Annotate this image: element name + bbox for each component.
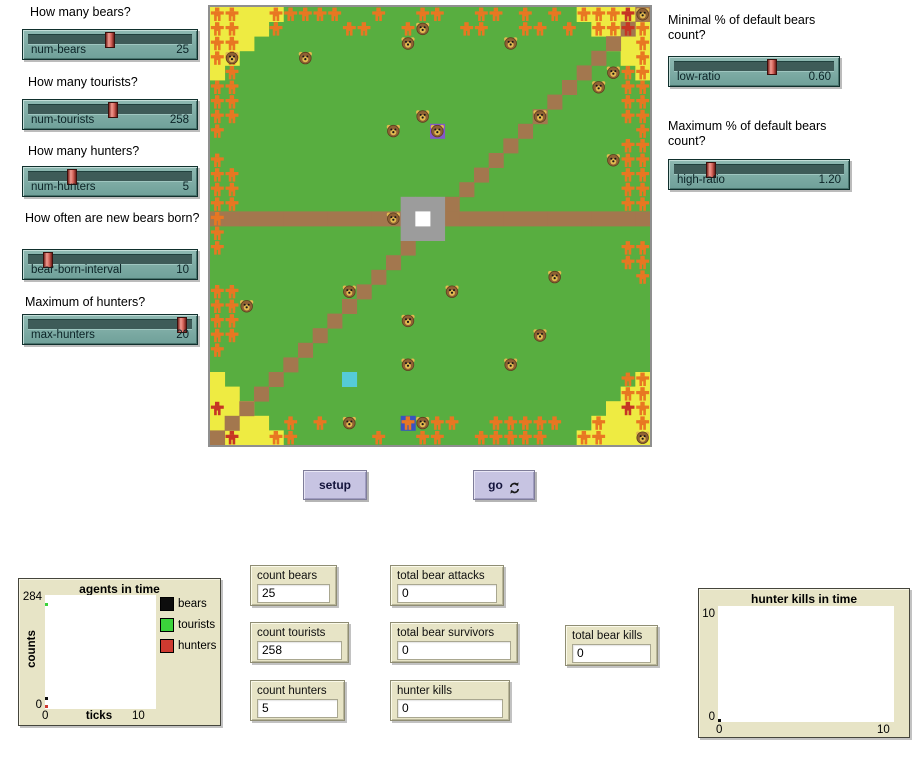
legend-swatch-bears (160, 597, 174, 611)
monitor-count-tourists: count tourists 258 (250, 622, 349, 663)
monitor-label: hunter kills (397, 685, 452, 697)
forever-icon (509, 482, 520, 494)
question-low-ratio: Minimal % of default bears count? (668, 13, 816, 42)
slider-handle[interactable] (105, 32, 115, 48)
monitor-label: count bears (257, 570, 318, 582)
x-max-tick: 10 (132, 710, 145, 722)
setup-button[interactable]: setup (303, 470, 367, 500)
plot-hunter-kills-in-time: hunter kills in time 10 0 0 10 (698, 588, 910, 738)
y-min-tick: 0 (708, 711, 715, 723)
x-min-tick: 0 (716, 724, 723, 736)
legend-label-bears: bears (178, 598, 207, 610)
legend-label-hunters: hunters (178, 640, 217, 652)
world-view[interactable] (208, 5, 652, 447)
plot-start-point (718, 719, 721, 722)
plot-area (45, 595, 156, 709)
slider-value: 10 (176, 264, 189, 276)
legend-item-tourists: tourists (160, 617, 215, 633)
world-canvas (210, 7, 651, 446)
slider-value: 258 (169, 114, 189, 126)
monitor-total-bear-survivors: total bear survivors 0 (390, 622, 518, 663)
plot-start-point (45, 705, 48, 708)
slider-bear-born-interval[interactable]: bear-born-interval 10 (22, 249, 198, 280)
monitor-label: count hunters (257, 685, 327, 697)
go-button-label: go (488, 478, 503, 492)
slider-high-ratio[interactable]: high-ratio 1.20 (668, 159, 850, 190)
slider-track[interactable] (28, 169, 192, 185)
slider-low-ratio[interactable]: low-ratio 0.60 (668, 56, 840, 87)
monitor-value: 0 (397, 641, 511, 660)
slider-handle[interactable] (767, 59, 777, 75)
y-max-tick: 284 (22, 591, 42, 603)
slider-name: num-bears (31, 44, 86, 56)
question-num-hunters: How many hunters? (28, 144, 140, 158)
plot-agents-in-time: agents in time 284 0 counts 0 ticks 10 b… (18, 578, 221, 726)
slider-handle[interactable] (108, 102, 118, 118)
monitor-value: 5 (257, 699, 338, 718)
monitor-total-bear-kills: total bear kills 0 (565, 625, 658, 666)
y-axis-label: counts (26, 630, 38, 668)
slider-handle[interactable] (706, 162, 716, 178)
slider-track[interactable] (674, 59, 834, 75)
slider-name: high-ratio (677, 174, 725, 186)
plot-start-point (45, 696, 48, 700)
legend-item-bears: bears (160, 596, 207, 612)
x-axis-label: ticks (85, 710, 113, 722)
monitor-label: count tourists (257, 627, 326, 639)
monitor-value: 25 (257, 584, 330, 603)
slider-value: 20 (176, 329, 189, 341)
slider-track[interactable] (28, 317, 192, 333)
x-max-tick: 10 (877, 724, 890, 736)
slider-value: 5 (182, 181, 189, 193)
slider-value: 25 (176, 44, 189, 56)
monitor-label: total bear kills (572, 630, 643, 642)
slider-track[interactable] (28, 32, 192, 48)
monitor-hunter-kills: hunter kills 0 (390, 680, 510, 721)
slider-max-hunters[interactable]: max-hunters 20 (22, 314, 198, 345)
monitor-total-bear-attacks: total bear attacks 0 (390, 565, 504, 606)
question-bear-born-interval: How often are new bears born? (25, 211, 200, 225)
legend-swatch-hunters (160, 639, 174, 653)
plot-title: agents in time (79, 582, 160, 596)
slider-num-hunters[interactable]: num-hunters 5 (22, 166, 198, 197)
question-max-hunters: Maximum of hunters? (25, 295, 146, 309)
question-num-tourists: How many tourists? (28, 75, 138, 89)
monitor-value: 0 (397, 699, 503, 718)
legend-item-hunters: hunters (160, 638, 216, 654)
slider-name: num-hunters (31, 181, 96, 193)
slider-value: 0.60 (808, 71, 831, 83)
slider-track[interactable] (28, 252, 192, 268)
question-high-ratio: Maximum % of default bears count? (668, 119, 827, 148)
legend-swatch-tourists (160, 618, 174, 632)
monitor-count-hunters: count hunters 5 (250, 680, 345, 721)
slider-name: num-tourists (31, 114, 95, 126)
slider-name: low-ratio (677, 71, 721, 83)
y-min-tick: 0 (35, 699, 42, 711)
slider-handle[interactable] (43, 252, 53, 268)
plot-area (718, 606, 894, 722)
monitor-value: 0 (397, 584, 497, 603)
slider-num-tourists[interactable]: num-tourists 258 (22, 99, 198, 130)
slider-handle[interactable] (67, 169, 77, 185)
slider-name: max-hunters (31, 329, 95, 341)
plot-title: hunter kills in time (750, 592, 858, 606)
slider-track[interactable] (28, 102, 192, 118)
legend-label-tourists: tourists (178, 619, 216, 631)
monitor-count-bears: count bears 25 (250, 565, 337, 606)
plot-start-point (45, 603, 48, 607)
monitor-value: 258 (257, 641, 342, 660)
slider-track[interactable] (674, 162, 844, 178)
go-button[interactable]: go (473, 470, 535, 500)
question-num-bears: How many bears? (30, 5, 131, 19)
monitor-label: total bear attacks (397, 570, 485, 582)
slider-value: 1.20 (818, 174, 841, 186)
y-max-tick: 10 (702, 608, 715, 620)
monitor-label: total bear survivors (397, 627, 495, 639)
x-min-tick: 0 (42, 710, 49, 722)
slider-name: bear-born-interval (31, 264, 122, 276)
setup-button-label: setup (318, 478, 351, 492)
monitor-value: 0 (572, 644, 651, 663)
slider-handle[interactable] (177, 317, 187, 333)
slider-num-bears[interactable]: num-bears 25 (22, 29, 198, 60)
